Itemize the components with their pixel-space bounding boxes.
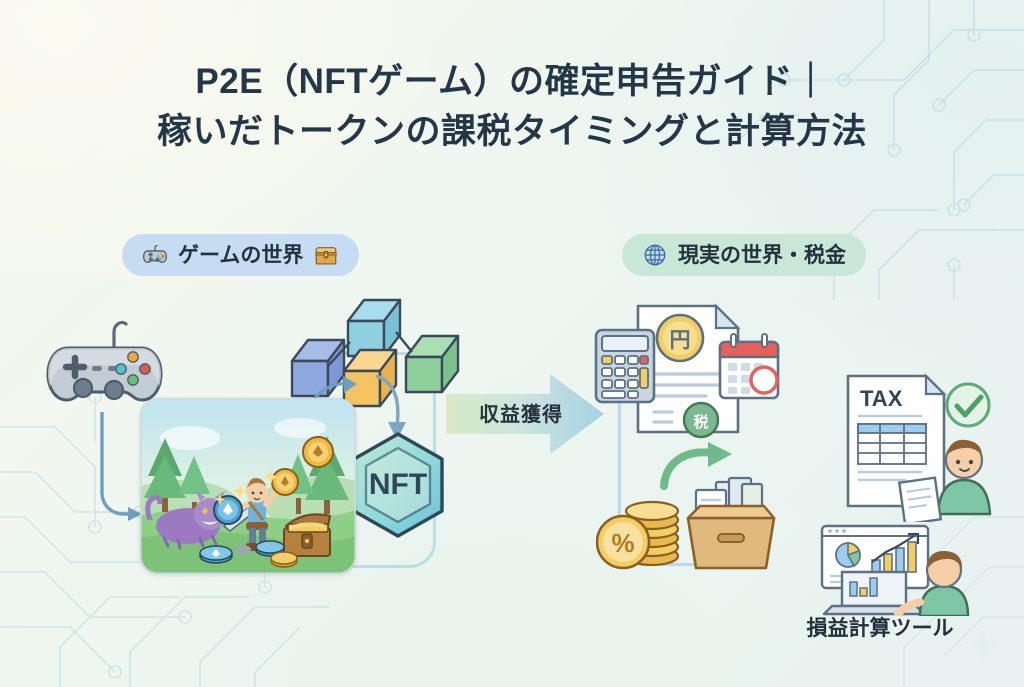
gamepad-to-scene-arrow-icon: [100, 412, 142, 521]
rpg-scene-illustration: [140, 398, 356, 574]
gamepad-large-icon: [46, 320, 163, 402]
tax-form-heading: TAX: [860, 386, 903, 411]
tax-percent-and-filebox-group: %: [596, 476, 776, 570]
title-line-1: P2E（NFTゲーム）の確定申告ガイド｜: [195, 62, 829, 101]
treasure-chest-icon: [315, 247, 338, 265]
nft-hexagon-icon: NFT: [352, 432, 444, 538]
badge-game-world-label: ゲームの世界: [178, 244, 304, 267]
nft-hexagon-label: NFT: [369, 468, 427, 501]
analytics-laptop-group: [820, 524, 970, 616]
gamepad-icon: [142, 245, 168, 263]
badge-real-world-tax: 現実の世界・税金: [622, 234, 866, 276]
rpg-game-scene-card: [140, 398, 356, 574]
sparkle-icon: [968, 629, 998, 663]
cube-to-nft-arrow-icon: [375, 374, 406, 440]
reinvest-curved-arrow-icon: [660, 442, 732, 490]
blockchain-cubes-group: [290, 298, 460, 408]
tax-stamp-label: 税: [693, 413, 708, 431]
badge-game-world: ゲームの世界: [122, 234, 360, 276]
revenue-flow-arrow-label: 収益獲得: [479, 404, 563, 426]
profit-loss-tool-caption: 損益計算ツール: [806, 617, 954, 640]
revenue-flow-arrow: [446, 374, 604, 454]
tax-form-and-person-group: TAX: [846, 373, 992, 522]
globe-icon: [644, 244, 666, 266]
yen-coin-label: 円: [670, 329, 691, 352]
percent-coin-label: %: [611, 528, 634, 558]
title-line-2: 稼いだトークンの課税タイミングと計算方法: [156, 112, 867, 151]
tax-documents-group: 円 税: [594, 303, 780, 439]
page-title: P2E（NFTゲーム）の確定申告ガイド｜ 稼いだトークンの課税タイミングと計算方…: [0, 58, 1024, 158]
badge-real-world-tax-label: 現実の世界・税金: [678, 244, 846, 267]
